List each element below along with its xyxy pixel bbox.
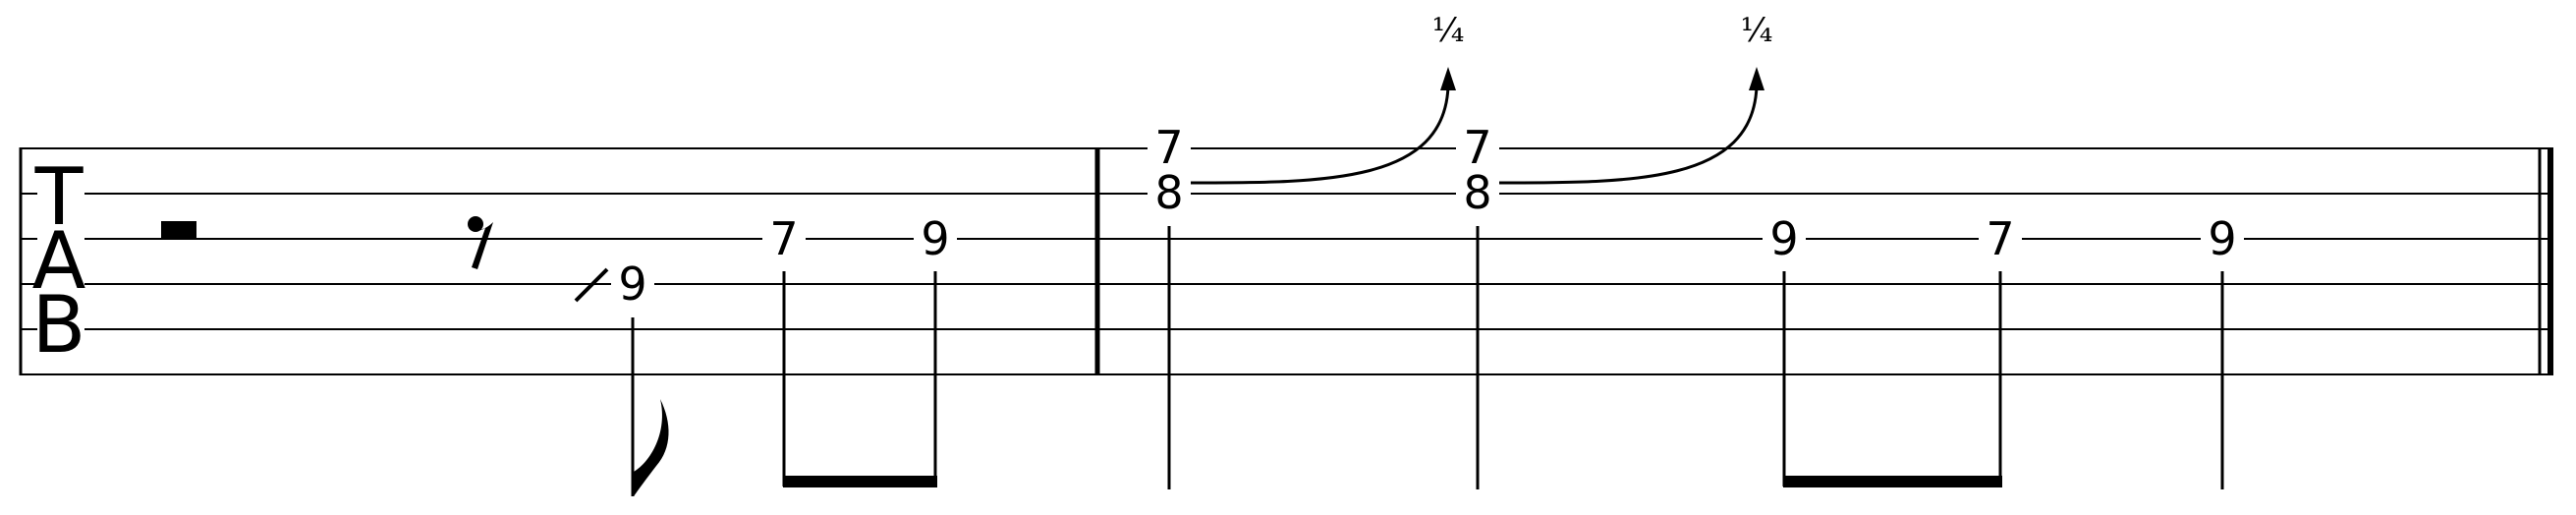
fret-number: 9 xyxy=(618,258,646,311)
bend-arrow-head-icon xyxy=(1440,67,1456,90)
fret-number: 9 xyxy=(1769,212,1798,265)
tab-clef: T A B xyxy=(32,151,86,371)
fret-number: 7 xyxy=(769,212,798,265)
bend-arrow xyxy=(1190,86,1450,185)
bend-amount: ¼ xyxy=(1741,11,1773,50)
fret-number: 9 xyxy=(921,212,949,265)
beam xyxy=(783,476,937,487)
bend-arrow-head-icon xyxy=(1749,67,1764,90)
eighth-flag xyxy=(634,399,669,496)
tab-clef-b: B xyxy=(32,279,86,371)
staff-lines xyxy=(20,147,2552,375)
fret-number: 7 xyxy=(1154,121,1183,174)
tab-clef-a: A xyxy=(32,215,86,307)
slide-in-mark xyxy=(574,267,609,303)
bend-arrow xyxy=(1498,86,1759,185)
fret-number: 7 xyxy=(1986,212,2014,265)
tab-clef-t: T xyxy=(34,151,84,243)
fret-number: 8 xyxy=(1463,166,1491,219)
fret-number: 9 xyxy=(2208,212,2236,265)
half-rest xyxy=(161,221,196,239)
fret-number: 8 xyxy=(1154,166,1183,219)
eighth-rest xyxy=(468,216,493,269)
beam xyxy=(1783,476,2002,487)
fret-number: 7 xyxy=(1463,121,1491,174)
measure-1: 9 7 9 xyxy=(161,212,957,496)
bend-amount: ¼ xyxy=(1432,11,1465,50)
measure-2: 7 8 ¼ 7 8 ¼ 9 7 9 xyxy=(1148,11,2244,489)
